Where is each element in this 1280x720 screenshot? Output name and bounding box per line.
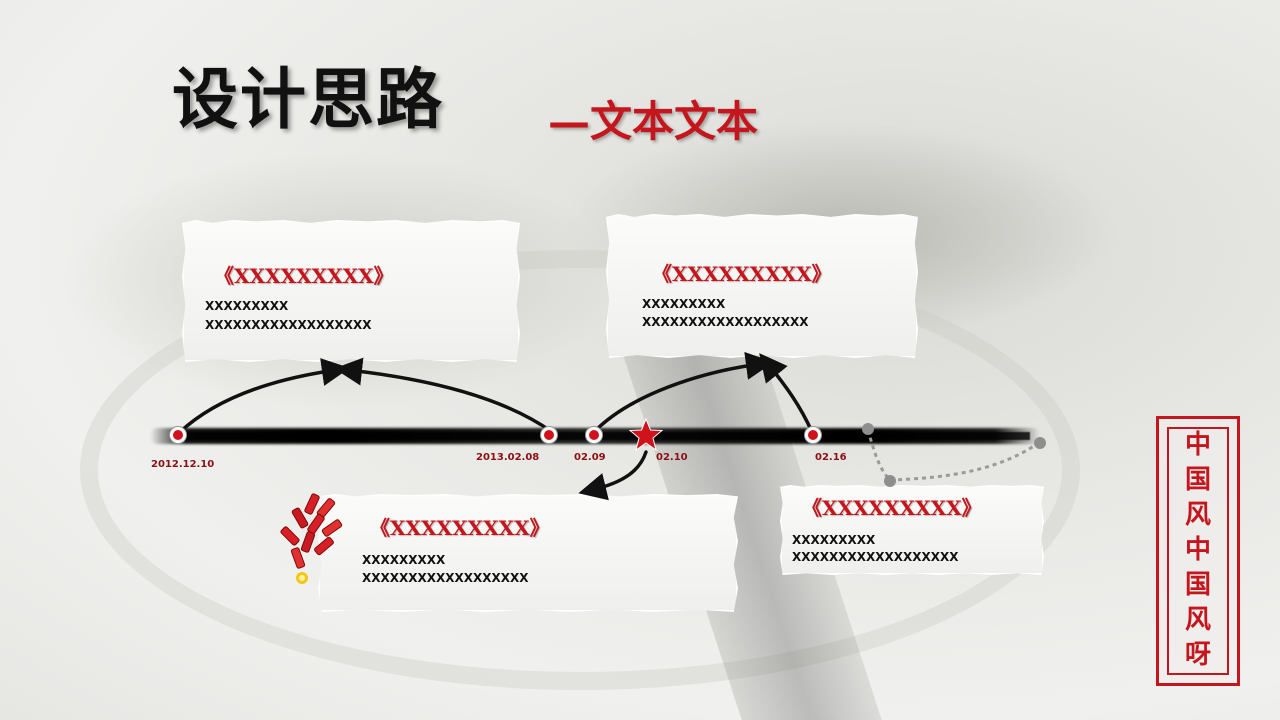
arrow-1: [178, 358, 350, 434]
timeline-gray-dot: [884, 475, 896, 487]
card-2-line-1: XXXXXXXXX: [642, 297, 726, 311]
card-2-line-2: XXXXXXXXXXXXXXXXXX: [642, 315, 809, 329]
timeline-date-1: 2012.12.10: [151, 459, 215, 470]
info-card-3: [318, 494, 738, 612]
page-title: 设计思路: [172, 60, 444, 138]
arrow-3: [592, 351, 774, 434]
card-4-line-1: XXXXXXXXX: [792, 533, 876, 547]
seal-char: 中: [1184, 535, 1211, 565]
info-card-1: [182, 220, 520, 362]
card-3-title: 《XXXXXXXXX》: [370, 516, 550, 540]
page-subtitle: —文本文本: [548, 97, 759, 146]
card-1-title: 《XXXXXXXXX》: [214, 264, 394, 288]
card-3-line-2: XXXXXXXXXXXXXXXXXX: [362, 571, 529, 585]
timeline-date-3: 02.09: [574, 452, 606, 463]
arrow-2: [334, 357, 554, 434]
star-icon[interactable]: [628, 417, 664, 453]
card-4-line-2: XXXXXXXXXXXXXXXXXX: [792, 550, 959, 564]
seal-char: 国: [1184, 570, 1211, 600]
seal-char: 风: [1184, 605, 1211, 635]
dotted-link-2: [889, 440, 1041, 482]
seal-char: 呀: [1184, 640, 1211, 670]
timeline-date-4: 02.10: [656, 452, 688, 463]
timeline-gray-dot: [862, 423, 874, 435]
seal-inner-border: [1167, 427, 1229, 675]
card-3-line-1: XXXXXXXXX: [362, 553, 446, 567]
card-4-title: 《XXXXXXXXX》: [802, 496, 982, 520]
seal-text: 中 国 风 中 国 风 呀: [1159, 427, 1237, 672]
timeline-date-5: 02.16: [815, 452, 847, 463]
arrow-4: [759, 353, 814, 434]
seal-char: 风: [1184, 500, 1211, 530]
card-1-line-2: XXXXXXXXXXXXXXXXXX: [205, 318, 372, 332]
timeline-dot-2[interactable]: [541, 427, 557, 443]
timeline-date-2: 2013.02.08: [476, 452, 540, 463]
seal-char: 国: [1184, 465, 1211, 495]
timeline-dot-1[interactable]: [170, 427, 186, 443]
card-1-line-1: XXXXXXXXX: [205, 299, 289, 313]
timeline-dot-3[interactable]: [586, 427, 602, 443]
card-2-title: 《XXXXXXXXX》: [652, 262, 832, 286]
timeline-gray-dot: [1034, 437, 1046, 449]
vertical-seal: 中 国 风 中 国 风 呀: [1156, 416, 1240, 686]
info-card-4: [780, 485, 1044, 575]
timeline-dot-5[interactable]: [805, 427, 821, 443]
seal-char: 中: [1184, 430, 1211, 460]
firecracker-icon: [280, 493, 343, 584]
